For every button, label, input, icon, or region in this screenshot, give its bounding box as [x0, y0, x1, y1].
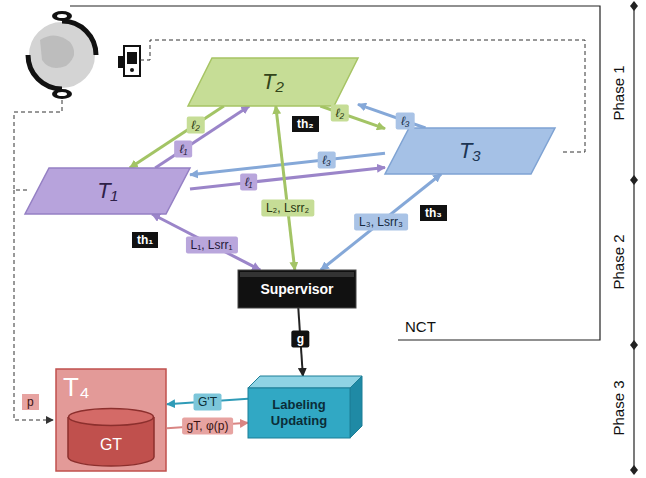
- supervisor-box: Supervisor: [238, 270, 356, 308]
- connector-arrow: [152, 214, 260, 270]
- edge-label: ℓ₁: [175, 141, 193, 158]
- edge-label: ℓ₂: [331, 104, 349, 121]
- camera-feed-lines: [14, 40, 585, 420]
- edge-label: L₂, Lsrr₂: [261, 199, 314, 216]
- edge-label: ℓ₃: [396, 112, 415, 129]
- phase-axis: [630, 1, 638, 475]
- connector-arrow: [190, 167, 385, 189]
- task-plane: T₁: [25, 168, 190, 214]
- edge-label: G'T: [193, 393, 222, 410]
- threshold-tag: th₂: [292, 116, 319, 132]
- edge-label: ℓ₂: [186, 116, 204, 133]
- edge-label: L₁, Lsrr₁: [185, 236, 237, 253]
- node-text: T₃: [459, 138, 481, 164]
- connector-arrow: [155, 106, 249, 168]
- signal-tag: p: [22, 394, 39, 410]
- phase-label: Phase 1: [610, 65, 627, 120]
- database-cylinder: GT: [68, 408, 154, 466]
- head-illustration: [28, 11, 96, 99]
- camera-icon: [118, 46, 140, 76]
- node-text: Labeling Updating: [253, 397, 345, 428]
- connector-arrow: [321, 174, 441, 270]
- task-plane: T₂: [188, 58, 358, 106]
- edge-label: ℓ₃: [317, 151, 336, 168]
- edge-label: gT, φ(p): [182, 417, 234, 434]
- threshold-tag: th₁: [132, 232, 158, 248]
- connector-arrow: [130, 106, 224, 168]
- node-text: Supervisor: [260, 281, 333, 298]
- region-label: NCT: [405, 318, 436, 335]
- process-box: Labeling Updating: [248, 376, 362, 438]
- connector-arrow: [358, 104, 426, 128]
- phase-label: Phase 3: [610, 380, 627, 435]
- edge-label: L₃, Lsrr₃: [354, 214, 408, 231]
- phase-label: Phase 2: [610, 234, 627, 289]
- node-text: GT: [100, 435, 122, 454]
- node-text: T₄: [63, 372, 90, 403]
- task-box: T₄ GT: [55, 368, 167, 472]
- threshold-tag: th₃: [420, 205, 447, 221]
- edge-label: g: [292, 330, 309, 347]
- node-text: T₂: [262, 69, 284, 95]
- edge-label: ℓ₁: [240, 174, 258, 191]
- task-plane: T₃: [385, 128, 555, 174]
- node-text: T₁: [97, 178, 117, 204]
